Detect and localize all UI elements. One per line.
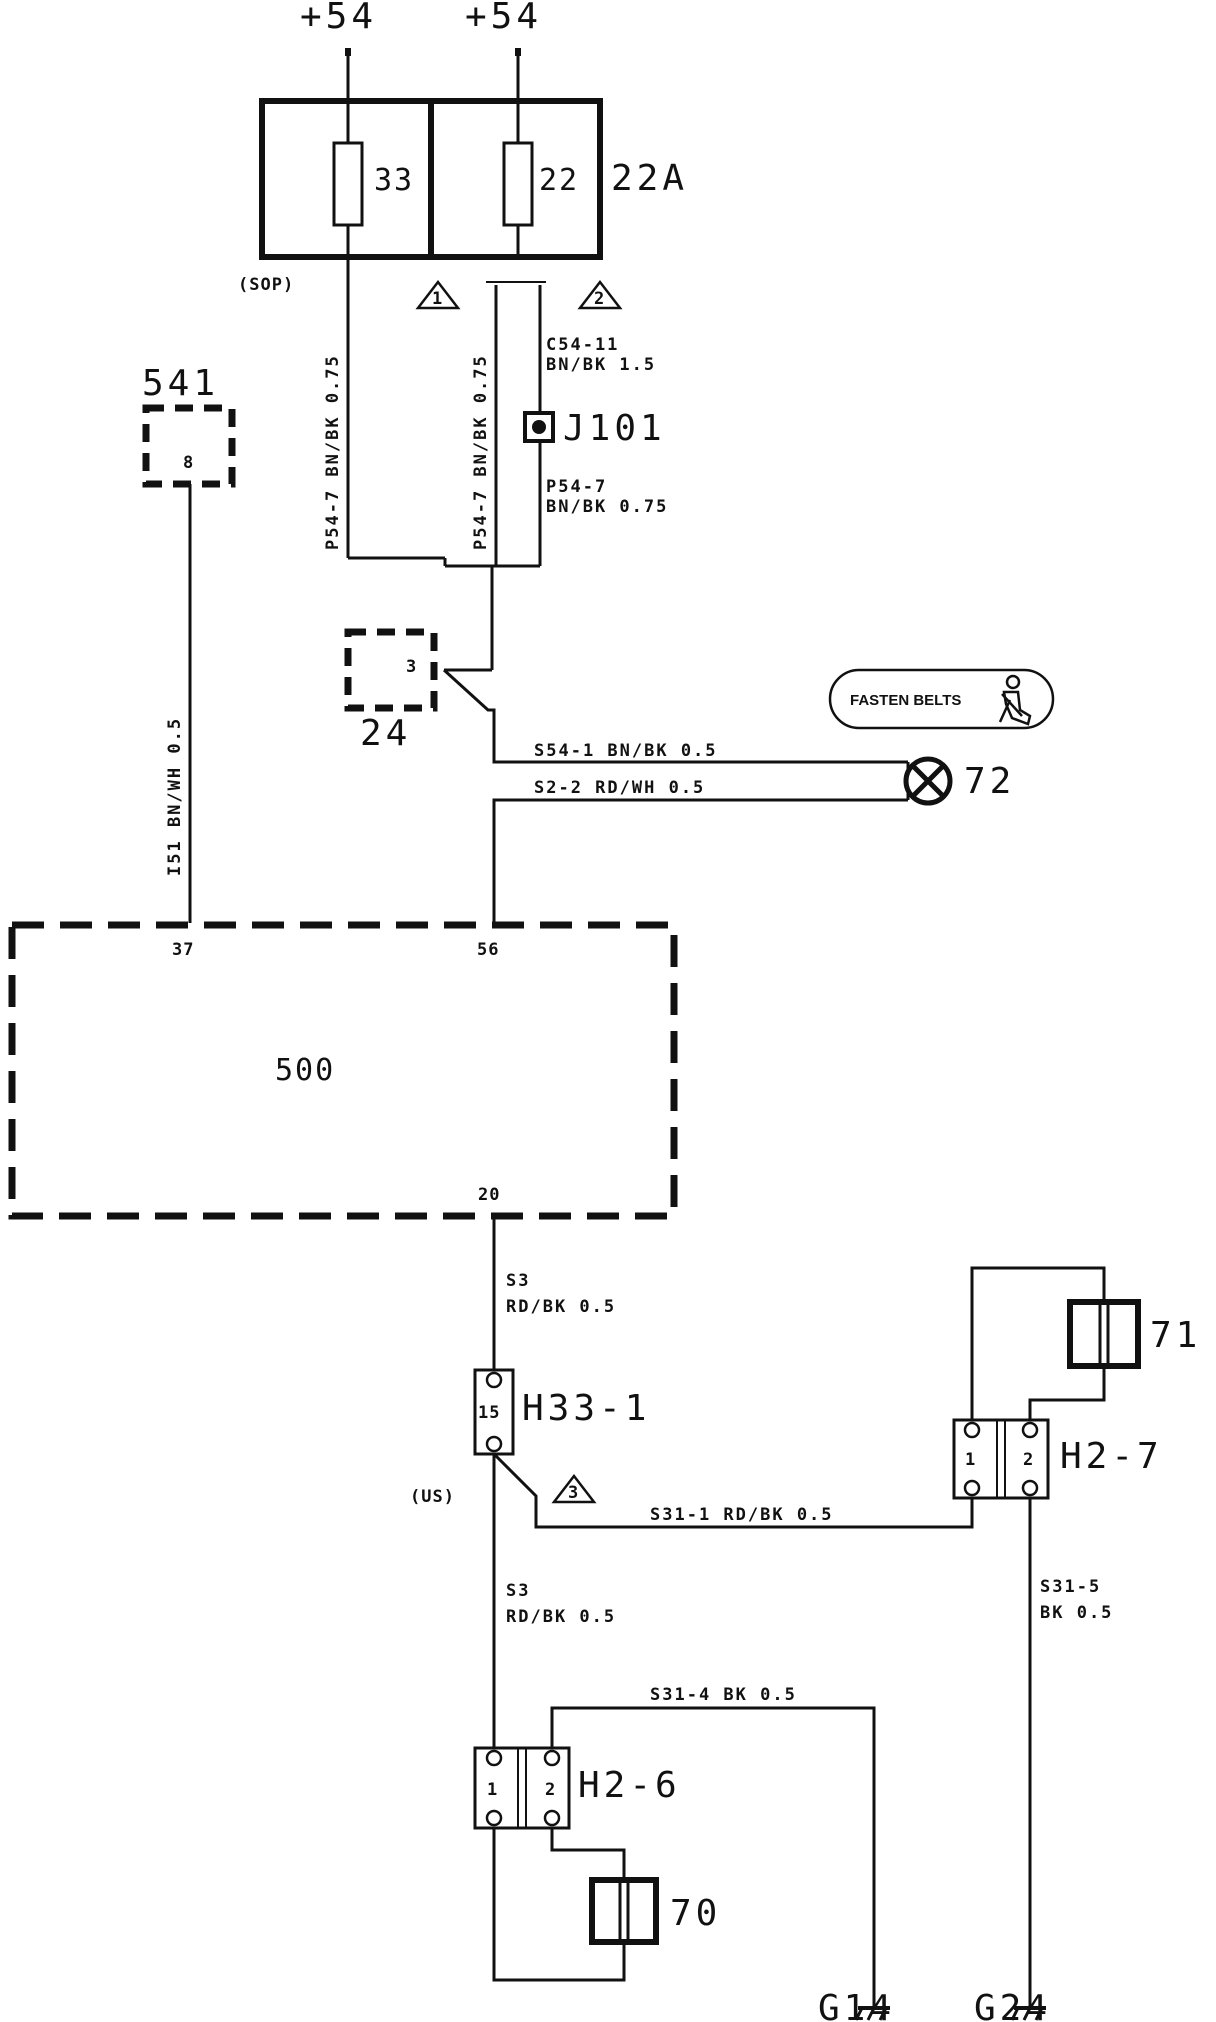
switch-70-label: 70: [670, 1893, 721, 1934]
connector-541-label: 541: [142, 363, 219, 404]
fasten-belts-indicator: FASTEN BELTS: [828, 668, 1055, 730]
control-module-500: [8, 921, 678, 1220]
connector-h2-7: [952, 1418, 1050, 1500]
fuse-33: [332, 141, 364, 227]
connector-h2-7-label: H2-7: [1060, 1436, 1163, 1477]
fuse-22-label: 22: [539, 163, 579, 198]
svg-text:2: 2: [594, 289, 605, 309]
fuse-33-label: 33: [374, 163, 414, 198]
supply-label-left: +54: [300, 0, 377, 37]
wire-70-a: [550, 1828, 626, 1880]
sop-label: (SOP): [238, 275, 294, 295]
ground-g14-icon: [854, 2006, 890, 2021]
wire-label-p54-7-b: P54-7 BN/BK 0.75: [471, 354, 491, 550]
supply-terminal-right: [515, 48, 521, 56]
svg-text:3: 3: [568, 1483, 579, 1503]
wire-label-s3-lower: S3: [506, 1581, 530, 1601]
supply-terminal-left: [345, 48, 351, 56]
connector-h33-1-label: H33-1: [522, 1388, 650, 1429]
wire-label-s31-5-spec: BK 0.5: [1040, 1603, 1113, 1623]
us-label: (US): [410, 1487, 455, 1507]
wire-label-s3-lower-spec: RD/BK 0.5: [506, 1607, 616, 1627]
connector-h2-7-pin1: 1: [965, 1450, 976, 1470]
note-triangle-1: 1: [415, 279, 461, 310]
fuse-box-22a: [259, 98, 603, 260]
connector-h33-1-pin: 15: [478, 1403, 500, 1423]
supply-label-right: +54: [465, 0, 542, 37]
wire-label-s31-1: S31-1 RD/BK 0.5: [650, 1505, 834, 1525]
wire-label-i51: I51 BN/WH 0.5: [165, 717, 185, 876]
module-pin-20: 20: [478, 1185, 500, 1205]
wire-s54-1: [442, 668, 908, 764]
wire-70-b: [492, 1828, 626, 1982]
wire-label-s2-2: S2-2 RD/WH 0.5: [534, 778, 705, 798]
wire-label-p54-7-c: P54-7: [546, 477, 607, 497]
switch-70: [589, 1877, 659, 1945]
connector-24-label: 24: [360, 713, 411, 754]
ground-g24-label: G24: [974, 1988, 1051, 2022]
module-pin-37: 37: [172, 940, 194, 960]
note-triangle-2: 2: [577, 279, 623, 310]
connector-h2-6-pin1: 1: [487, 1780, 498, 1800]
seatbelt-person-icon: [998, 674, 1032, 726]
fuse-22: [502, 141, 534, 227]
module-pin-56: 56: [477, 940, 499, 960]
wire-label-s3-upper-spec: RD/BK 0.5: [506, 1297, 616, 1317]
wire-label-s31-5: S31-5: [1040, 1577, 1101, 1597]
switch-71: [1067, 1299, 1141, 1369]
ground-g24-icon: [1010, 2006, 1046, 2021]
lamp-72-label: 72: [964, 761, 1015, 802]
wire-s2-2: [492, 798, 908, 923]
connector-h2-6: [473, 1746, 571, 1830]
wire-71-a: [970, 1266, 1106, 1420]
splice-j101: [523, 411, 555, 443]
connector-h2-6-pin2: 2: [545, 1780, 556, 1800]
control-module-500-label: 500: [275, 1053, 335, 1088]
wire-label-s31-4: S31-4 BK 0.5: [650, 1685, 797, 1705]
wire-s31-4: [550, 1706, 876, 2008]
svg-text:1: 1: [432, 289, 443, 309]
wire-71-b: [1028, 1366, 1106, 1420]
fuse-box-name: 22A: [611, 158, 688, 199]
note-triangle-3: 3: [551, 1473, 597, 1504]
connector-h2-6-label: H2-6: [578, 1765, 681, 1806]
fasten-belts-text: FASTEN BELTS: [850, 692, 961, 709]
indicator-lamp-72: [903, 756, 953, 806]
wire-label-c54-11-spec: BN/BK 1.5: [546, 355, 656, 375]
ground-g14-label: G14: [818, 1988, 895, 2022]
wire-label-s54-1: S54-1 BN/BK 0.5: [534, 741, 718, 761]
connector-541-pin: 8: [183, 453, 194, 473]
switch-71-label: 71: [1150, 1315, 1201, 1356]
wire-s31-1: [492, 1452, 974, 1529]
splice-j101-label: J101: [563, 408, 666, 449]
wire-label-s3-upper: S3: [506, 1271, 530, 1291]
connector-h2-7-pin2: 2: [1023, 1450, 1034, 1470]
wire-label-p54-7-c-spec: BN/BK 0.75: [546, 497, 668, 517]
wire-label-p54-7-a: P54-7 BN/BK 0.75: [323, 354, 343, 550]
connector-24: [344, 628, 438, 712]
connector-24-pin: 3: [406, 657, 417, 677]
wire-label-c54-11: C54-11: [546, 335, 619, 355]
